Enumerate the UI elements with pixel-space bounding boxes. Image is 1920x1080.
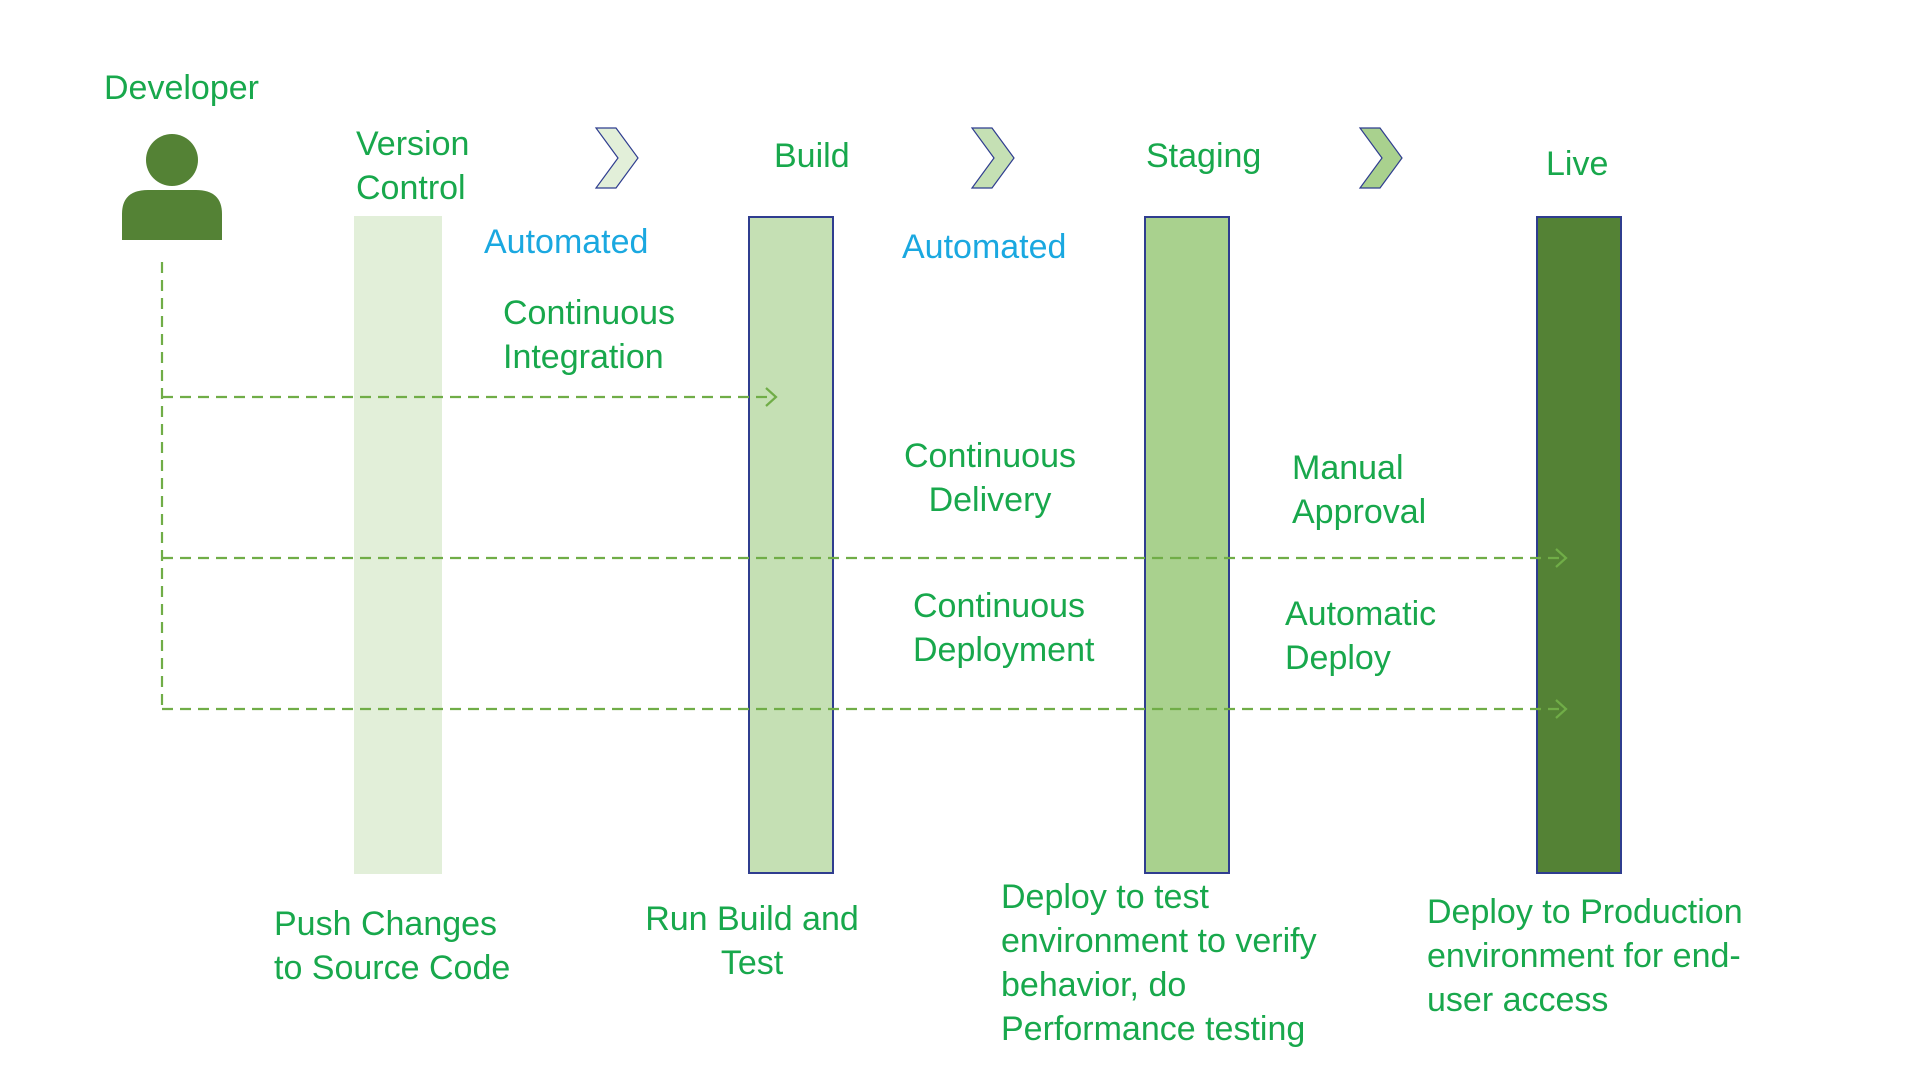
chevron-right-icon — [594, 127, 639, 189]
build-bar — [748, 216, 834, 874]
developer-label: Developer — [104, 69, 259, 107]
build-description: Run Build and Test — [645, 900, 859, 982]
deployment-arrowhead — [1555, 699, 1568, 719]
live-bar — [1536, 216, 1622, 874]
staging-description: Deploy to test environment to verify beh… — [1001, 878, 1317, 1048]
automatic-deploy-label: Automatic Deploy — [1285, 595, 1437, 677]
person-icon-body — [122, 190, 222, 240]
chevron-right-icon — [1358, 127, 1403, 189]
version-control-bar — [354, 216, 442, 874]
stage-title-version-control: Version Control — [356, 125, 470, 207]
automated-label-cd: Automated — [902, 228, 1067, 266]
continuous-delivery-label: Continuous Delivery — [903, 437, 1076, 519]
ci-arrowhead — [765, 387, 778, 407]
stage-title-staging: Staging — [1146, 137, 1262, 175]
automated-label-ci: Automated — [484, 223, 649, 261]
continuous-deployment-label: Continuous Deployment — [913, 587, 1095, 669]
person-icon-head — [146, 134, 198, 186]
version-control-description: Push Changes to Source Code — [274, 905, 511, 987]
stage-title-live: Live — [1546, 145, 1609, 183]
stage-title-build: Build — [774, 137, 850, 175]
delivery-arrowhead — [1555, 548, 1568, 568]
live-description: Deploy to Production environment for end… — [1427, 893, 1743, 1019]
chevron-right-icon — [970, 127, 1015, 189]
staging-bar — [1144, 216, 1230, 874]
manual-approval-label: Manual Approval — [1292, 449, 1427, 531]
person-icon — [122, 134, 222, 240]
continuous-integration-label: Continuous Integration — [503, 294, 676, 376]
